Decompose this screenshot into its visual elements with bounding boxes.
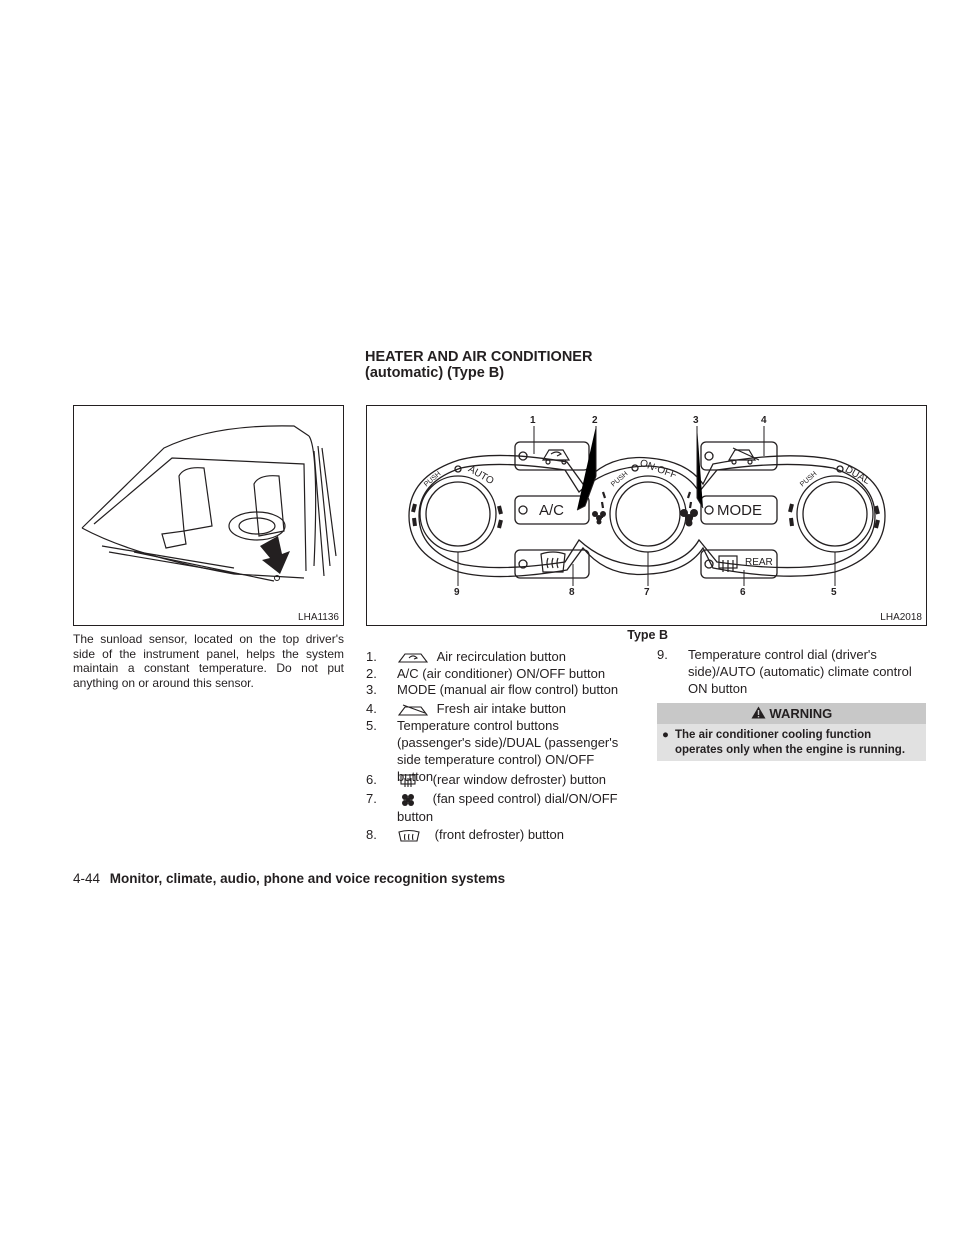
warning-title: WARNING	[769, 706, 833, 721]
callout-9: 9	[454, 587, 460, 598]
figure-caption: Type B	[627, 628, 668, 642]
fresh-air-button-icon	[727, 447, 760, 465]
front-defroster-icon	[398, 829, 420, 842]
ac-button: A/C	[539, 502, 565, 519]
climate-panel-illustration	[408, 426, 886, 586]
warning-text: The air conditioner cooling function ope…	[675, 729, 906, 756]
warning-box: WARNING ● The air conditioner cooling fu…	[657, 703, 926, 761]
control-list: 1. Air recirculation button 2. A/C (air …	[366, 649, 619, 842]
figure-code: LHA2018	[880, 612, 922, 623]
front-defroster-button-icon	[540, 551, 566, 573]
callout-4: 4	[761, 415, 767, 426]
fan-button-icon	[592, 509, 698, 527]
warning-body: ● The air conditioner cooling function o…	[657, 724, 926, 761]
section-subtitle: (automatic) (Type B)	[365, 365, 505, 381]
warning-icon	[751, 706, 766, 719]
rear-defroster-button-icon	[718, 555, 738, 572]
fresh-air-icon	[397, 704, 429, 716]
section-title: HEATER AND AIR CONDITIONER	[365, 349, 593, 365]
callout-1: 1	[530, 415, 536, 426]
callout-2: 2	[592, 415, 598, 426]
sunload-caption: The sunload sensor, located on the top d…	[73, 632, 344, 690]
page-footer: 4-44 Monitor, climate, audio, phone and …	[73, 871, 505, 886]
callout-8: 8	[569, 587, 575, 598]
recirculation-button-icon	[541, 449, 571, 465]
chapter-title: Monitor, climate, audio, phone and voice…	[109, 871, 506, 886]
mode-button: MODE	[717, 502, 762, 519]
fan-icon	[402, 793, 414, 806]
rear-label: REAR	[745, 557, 773, 568]
warning-header: WARNING	[657, 703, 926, 724]
list-item: 9. Temperature control dial (driver's si…	[657, 647, 912, 696]
sensor-arrow-icon	[260, 536, 290, 574]
dashboard-illustration	[81, 425, 337, 582]
section-heading: HEATER AND AIR CONDITIONER (automatic) (…	[365, 349, 592, 381]
page-number: 4-44	[73, 871, 101, 886]
rear-defroster-icon	[400, 774, 416, 787]
sunload-sensor-figure: LHA1136	[73, 405, 344, 626]
climate-panel-figure: A/C MODE REAR PUSH AUTO PUSH ON·OFF PUSH…	[366, 405, 927, 626]
callout-5: 5	[831, 587, 837, 598]
callout-3: 3	[693, 415, 699, 426]
callout-7: 7	[644, 587, 650, 598]
figure-code: LHA1136	[298, 612, 339, 623]
recirculation-icon	[397, 653, 429, 663]
bullet-icon: ●	[662, 729, 669, 741]
callout-6: 6	[740, 587, 746, 598]
